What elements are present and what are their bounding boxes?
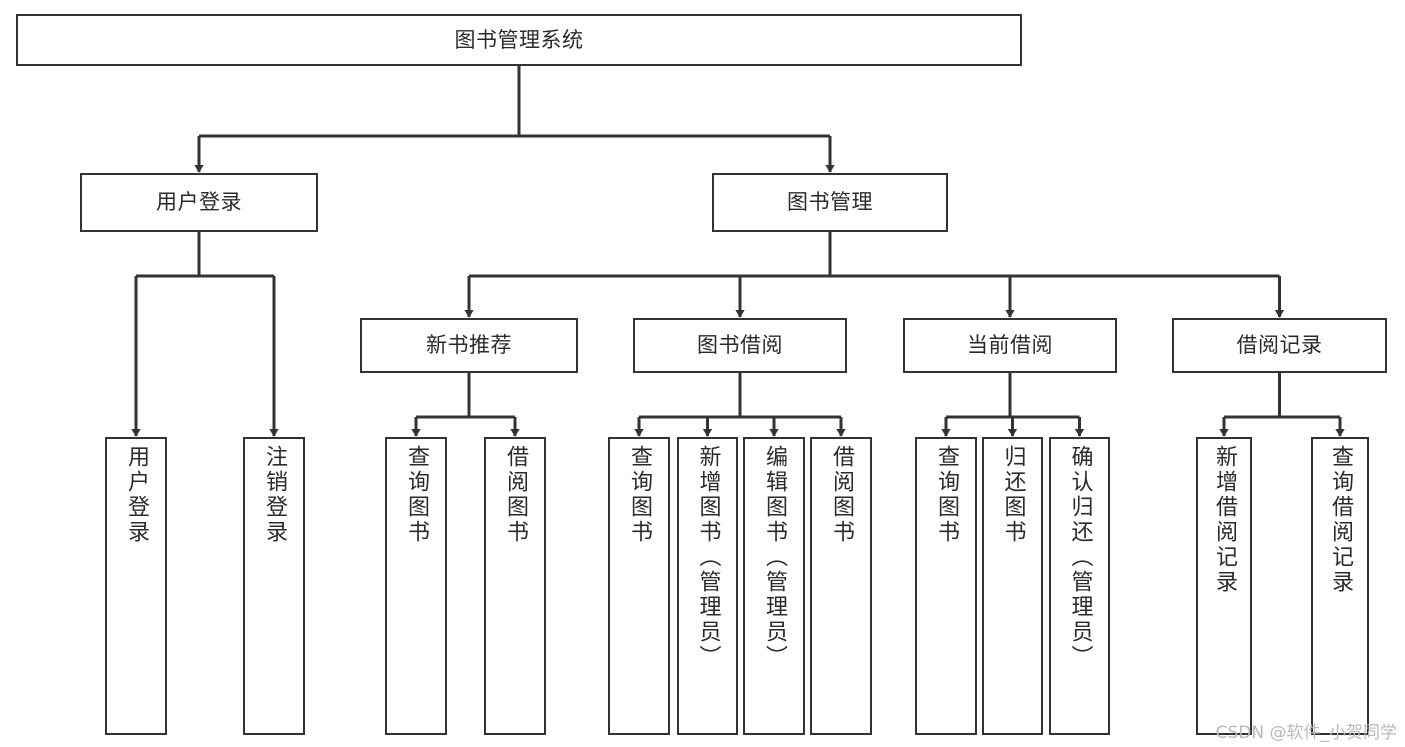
node-new-book-recommend[interactable]: 新书推荐 <box>360 318 578 373</box>
node-book-manage[interactable]: 图书管理 <box>712 173 948 232</box>
node-label: 借阅记录 <box>1236 333 1323 358</box>
node-label: 借阅图书 <box>829 445 854 545</box>
node-label: 图书借阅 <box>697 333 783 358</box>
node-leaf-user-login[interactable]: 用户登录 <box>105 437 167 735</box>
node-label: 新增借阅记录 <box>1212 445 1237 595</box>
node-borrow-record[interactable]: 借阅记录 <box>1172 318 1387 373</box>
node-label: 查询图书 <box>627 445 652 545</box>
node-leaf-borrow-book-2[interactable]: 借阅图书 <box>810 437 872 735</box>
node-label: 编辑图书（管理员） <box>762 445 787 670</box>
node-label: 新增图书（管理员） <box>695 445 721 670</box>
node-label: 注销登录 <box>262 445 287 545</box>
node-leaf-confirm-return[interactable]: 确认归还（管理员） <box>1049 437 1110 735</box>
node-root[interactable]: 图书管理系统 <box>16 14 1022 66</box>
node-label: 借阅图书 <box>503 445 528 545</box>
node-label: 新书推荐 <box>426 333 512 358</box>
node-leaf-add-book[interactable]: 新增图书（管理员） <box>677 437 738 735</box>
node-leaf-user-logout[interactable]: 注销登录 <box>243 437 305 735</box>
node-label: 查询图书 <box>934 445 959 545</box>
node-label: 图书管理 <box>787 190 873 215</box>
node-current-borrow[interactable]: 当前借阅 <box>903 318 1117 373</box>
node-label: 用户登录 <box>124 445 149 545</box>
node-leaf-query-record[interactable]: 查询借阅记录 <box>1311 437 1369 735</box>
node-label: 当前借阅 <box>967 333 1053 358</box>
node-leaf-query-book-2[interactable]: 查询图书 <box>608 437 670 735</box>
node-label: 确认归还（管理员） <box>1067 445 1093 670</box>
node-label: 查询图书 <box>404 445 429 545</box>
node-user-login[interactable]: 用户登录 <box>80 173 318 232</box>
node-leaf-query-book-3[interactable]: 查询图书 <box>915 437 977 735</box>
csdn-watermark: CSDN @软件_小贺同学 <box>1215 723 1397 743</box>
node-label: 归还图书 <box>1000 445 1026 545</box>
node-label: 查询借阅记录 <box>1328 445 1353 595</box>
node-label: 图书管理系统 <box>454 27 584 52</box>
node-book-borrow[interactable]: 图书借阅 <box>633 318 847 373</box>
node-leaf-borrow-book-1[interactable]: 借阅图书 <box>484 437 546 735</box>
node-leaf-edit-book[interactable]: 编辑图书（管理员） <box>743 437 805 735</box>
node-leaf-query-book-1[interactable]: 查询图书 <box>385 437 447 735</box>
node-leaf-add-record[interactable]: 新增借阅记录 <box>1196 437 1252 735</box>
node-label: 用户登录 <box>156 190 242 215</box>
node-leaf-return-book[interactable]: 归还图书 <box>982 437 1043 735</box>
